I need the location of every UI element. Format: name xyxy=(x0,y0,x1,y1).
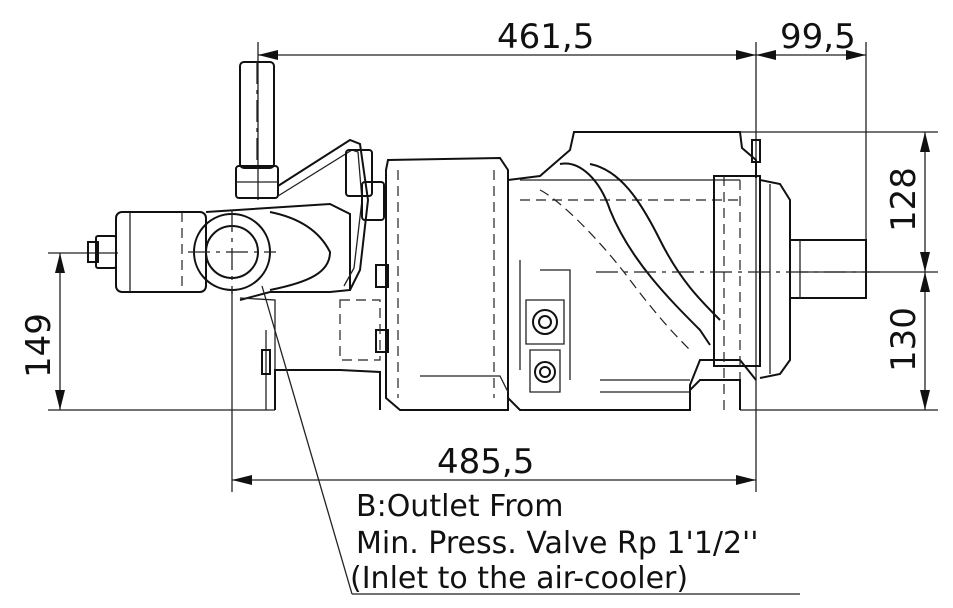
dim-upper-height: 128 xyxy=(884,167,924,232)
note-line-1: B:Outlet From xyxy=(356,489,564,524)
outlet-leader xyxy=(261,285,800,595)
dim-lower-height: 130 xyxy=(884,307,924,372)
dimension-line-top xyxy=(258,50,756,60)
dimension-line-lower-height xyxy=(920,272,930,410)
dimension-line-upper-height xyxy=(920,132,930,272)
dimension-line-left-height xyxy=(55,253,65,410)
dim-shaft-extension: 99,5 xyxy=(780,17,856,57)
dim-bottom-length: 485,5 xyxy=(437,442,534,482)
note-line-3: (Inlet to the air-cooler) xyxy=(350,561,688,596)
compressor-outline xyxy=(87,61,880,411)
note-line-2: Min. Press. Valve Rp 1'1/2'' xyxy=(356,526,759,561)
dim-top-length: 461,5 xyxy=(497,17,594,57)
dim-left-height: 149 xyxy=(19,313,59,378)
dimension-line-shaft xyxy=(756,50,866,60)
